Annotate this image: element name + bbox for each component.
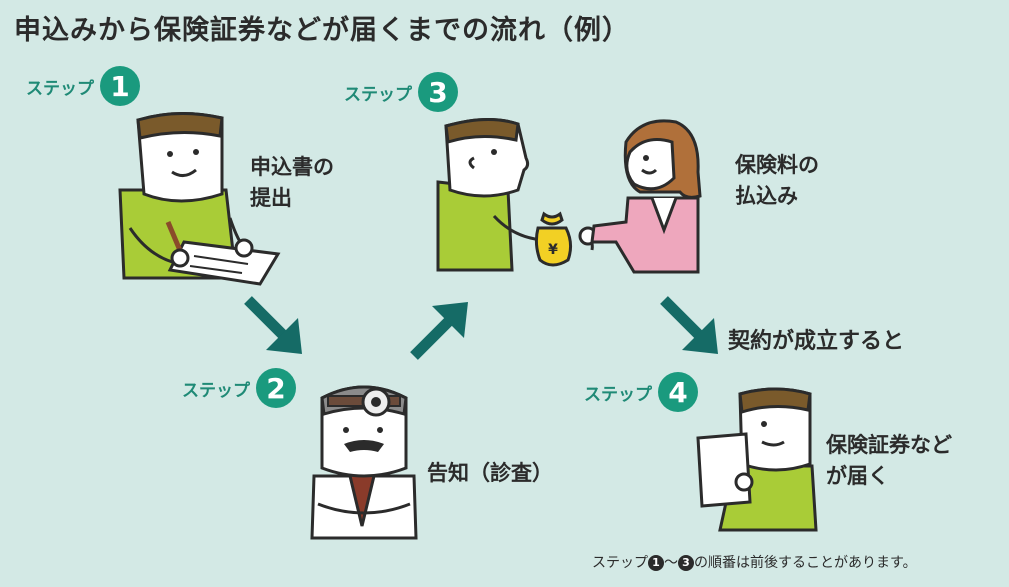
step-label: ステップ xyxy=(584,380,652,405)
step-1-badge: ステップ 1 xyxy=(26,66,140,106)
step-number: 2 xyxy=(256,368,296,408)
step-3-caption: 保険料の 払込み xyxy=(735,150,819,212)
step-number: 1 xyxy=(100,66,140,106)
arrow-up-right-icon xyxy=(406,296,476,366)
footnote-step-1-dot: 1 xyxy=(648,555,664,571)
step-2-badge: ステップ 2 xyxy=(182,368,296,408)
step-number: 3 xyxy=(418,72,458,112)
contract-established-text: 契約が成立すると xyxy=(728,326,904,357)
yen-symbol: ¥ xyxy=(548,242,558,258)
insurer-receiving-illustration xyxy=(586,112,706,277)
applicant-writing-illustration xyxy=(110,108,290,288)
policy-delivered-illustration xyxy=(694,384,824,534)
step-4-badge: ステップ 4 xyxy=(584,372,698,412)
step-4-caption: 保険証券など が届く xyxy=(826,430,952,492)
step-label: ステップ xyxy=(182,376,250,401)
step-label: ステップ xyxy=(344,80,412,105)
step-3-badge: ステップ 3 xyxy=(344,72,458,112)
doctor-checkup-illustration xyxy=(304,376,424,541)
arrow-down-right-icon xyxy=(240,292,310,362)
page-title: 申込みから保険証券などが届くまでの流れ（例） xyxy=(14,8,630,47)
step-number: 4 xyxy=(658,372,698,412)
step-label: ステップ xyxy=(26,74,94,99)
step-2-caption: 告知（診査） xyxy=(427,458,553,489)
footnote-step-3-dot: 3 xyxy=(678,555,694,571)
arrow-down-right-icon xyxy=(656,292,726,362)
